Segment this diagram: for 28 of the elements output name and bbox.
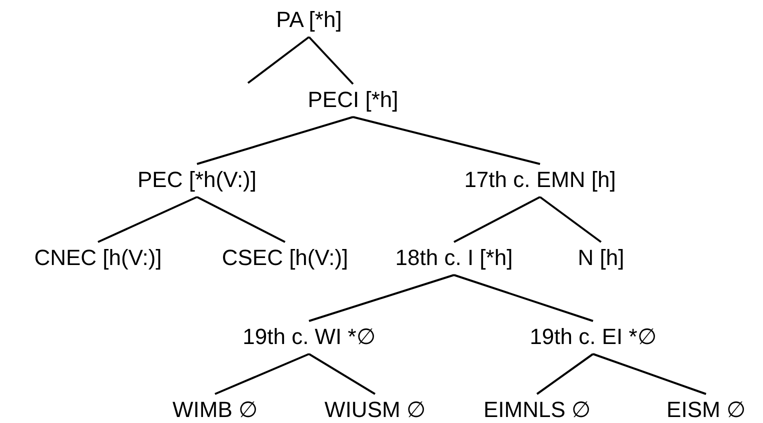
node-label: PECI [*h]: [308, 87, 398, 113]
tree-branch: [352, 116, 540, 165]
node-label: PA [*h]: [276, 7, 342, 33]
node-label: 17th c. EMN [h]: [464, 167, 616, 193]
tree-branch: [539, 196, 602, 243]
node-label: PEC [*h(V:)]: [138, 167, 256, 193]
node-label: WIMB ∅: [172, 397, 258, 423]
node-label: 19th c. WI *∅: [242, 324, 376, 350]
node-label: EISM ∅: [666, 397, 746, 423]
node-label: EIMNLS ∅: [483, 397, 591, 423]
tree-branch: [196, 116, 354, 165]
node-label: 19th c. EI *∅: [530, 324, 656, 350]
node-label: CNEC [h(V:)]: [34, 245, 162, 271]
tree-branch: [454, 274, 594, 322]
node-label: CSEC [h(V:)]: [222, 245, 348, 271]
tree-branch: [308, 353, 376, 395]
tree-branch: [308, 274, 454, 322]
node-label: WIUSM ∅: [324, 397, 426, 423]
tree-branch: [454, 196, 540, 243]
tree-branch: [536, 353, 594, 395]
node-label: N [h]: [578, 245, 624, 271]
tree-branch: [592, 353, 706, 395]
tree-branch: [98, 196, 198, 243]
tree-branch: [214, 353, 310, 395]
tree-branch: [247, 36, 310, 84]
node-label: 18th c. I [*h]: [395, 245, 513, 271]
tree-branch: [196, 196, 286, 243]
tree-branch: [308, 36, 354, 85]
